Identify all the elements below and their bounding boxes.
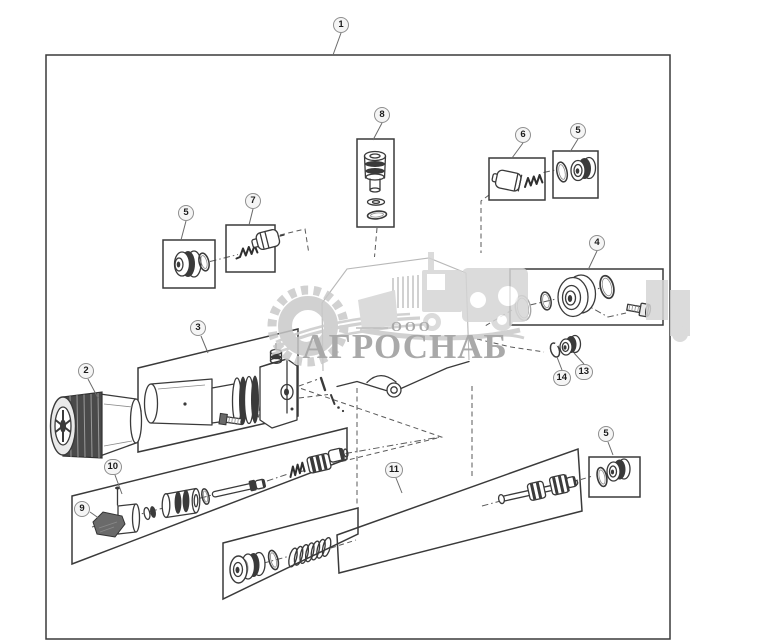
callout-5-top-left[interactable]: 5 [178,205,194,221]
box-11 [336,447,583,574]
callout-leader-lines [87,32,614,520]
box-5-top-left [162,239,216,289]
watermark-graphic [267,252,690,367]
part-snap-ring-14 [549,342,561,358]
part-relief-valve-7 [235,229,285,260]
box-5-bottom-right [588,456,641,498]
part-plug-13 [559,334,582,356]
box-8 [356,138,395,228]
part-solenoid-cap-2 [49,391,143,459]
o-ring [267,549,280,571]
callout-10[interactable]: 10 [103,459,123,475]
part-valve-kit-6 [491,169,544,192]
callout-2[interactable]: 2 [78,363,94,379]
part-poppet-kit-8 [363,150,388,220]
o-ring [366,210,388,220]
part-spool-kit-10 [143,447,349,521]
box-5-top-right [552,150,599,199]
part-plug-spring-kit [229,536,332,584]
o-ring [198,252,210,272]
callout-11[interactable]: 11 [385,462,404,478]
o-ring-large [599,274,615,300]
callout-5-top-right[interactable]: 5 [570,123,586,139]
callout-1[interactable]: 1 [333,17,349,33]
watermark-company-prefix: ООО [391,320,433,335]
o-ring [540,291,552,311]
callout-3[interactable]: 3 [190,320,206,336]
main-assembly-box [45,54,671,640]
washer [366,198,386,206]
callout-7[interactable]: 7 [245,193,261,209]
main-valve-body-outline [321,257,470,398]
callout-13[interactable]: 13 [574,364,594,380]
callout-5-bottom-right[interactable]: 5 [598,426,614,442]
small-screws [319,376,345,413]
mounting-bolt [218,412,245,426]
box-10 [71,427,348,566]
callout-6[interactable]: 6 [515,127,531,143]
part-cap-kit-4 [514,274,652,322]
box-plug-spring [222,507,359,601]
push-rod [211,478,266,498]
spring [288,536,332,568]
callout-8[interactable]: 8 [374,107,390,123]
o-ring [596,466,608,488]
part-detent-lever-9 [92,486,141,538]
part-spool-11 [497,474,579,505]
part-solenoid-valve-3 [143,343,345,429]
o-ring [555,161,569,183]
callout-9[interactable]: 9 [74,501,90,517]
box-6 [488,157,546,201]
o-ring [201,488,210,505]
part-plug-kit-5-top-right [555,156,597,183]
watermark-company-name: АГРОСНАБ [302,327,508,366]
watermark-harvester-icon [358,252,690,342]
part-plug-kit-5-top-left [173,250,210,278]
plug-end [327,447,349,463]
callout-14[interactable]: 14 [552,370,572,386]
box-7 [225,224,276,273]
callout-4[interactable]: 4 [589,235,605,251]
part-plug-kit-5-bottom-right [596,458,631,488]
plug-ribbed [306,452,332,474]
